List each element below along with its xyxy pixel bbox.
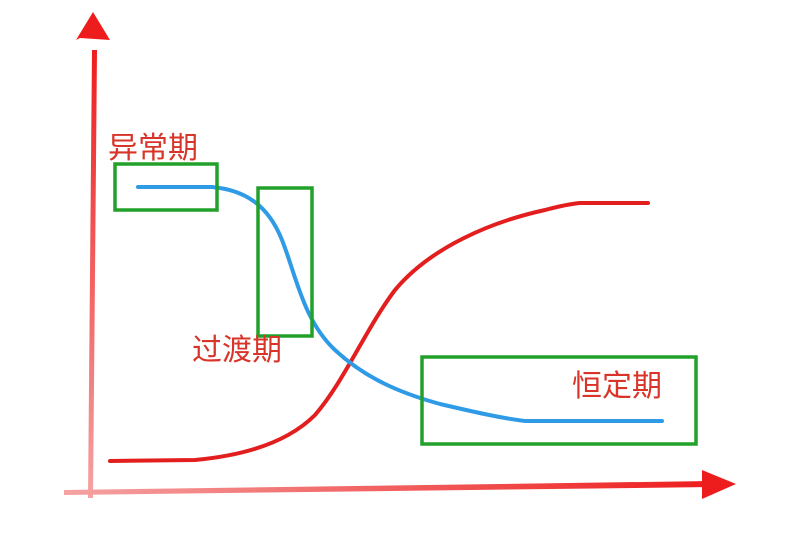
transition-phase-label: 过渡期 (192, 333, 282, 368)
y-axis-arrowhead (76, 12, 110, 40)
x-axis-arrowhead (702, 470, 736, 499)
red-curve (108, 201, 650, 463)
x-axis-line (64, 481, 712, 495)
abnormal-phase-box (113, 162, 219, 212)
y-axis-line (88, 50, 97, 498)
blue-curve (136, 185, 664, 423)
abnormal-phase-label: 异常期 (108, 131, 198, 166)
x-axis (64, 470, 736, 499)
y-axis (76, 12, 110, 498)
steady-phase-label: 恒定期 (572, 369, 662, 404)
steady-phase-box (420, 355, 698, 446)
transition-phase-box (256, 186, 314, 338)
